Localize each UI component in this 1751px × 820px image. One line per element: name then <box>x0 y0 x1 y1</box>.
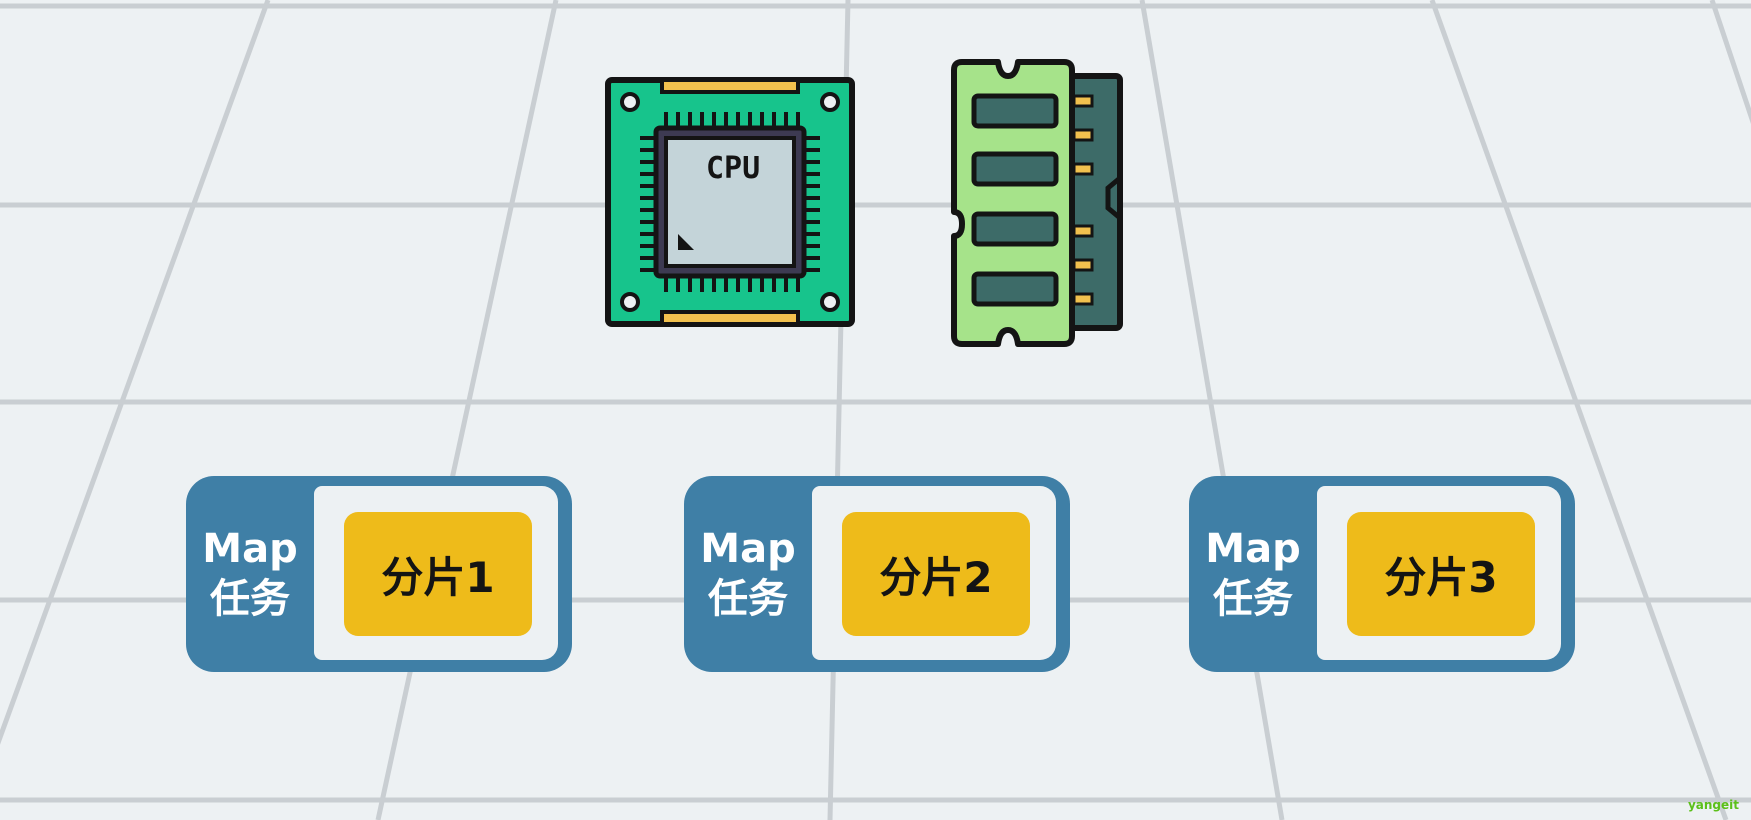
map-label-line1: Map <box>1205 526 1301 572</box>
map-task-2: Map 任务 分片2 <box>684 476 1070 672</box>
map-task-label: Map 任务 <box>186 476 314 672</box>
map-task-label: Map 任务 <box>684 476 812 672</box>
map-label-line2: 任务 <box>210 576 290 622</box>
map-label-line1: Map <box>202 526 298 572</box>
map-task-label: Map 任务 <box>1189 476 1317 672</box>
shard-block: 分片1 <box>344 512 532 636</box>
map-label-line1: Map <box>700 526 796 572</box>
ram-memory-stick-icon <box>951 59 1123 347</box>
shard-block: 分片2 <box>842 512 1030 636</box>
cpu-chip-icon: CPU <box>605 77 855 327</box>
shard-block: 分片3 <box>1347 512 1535 636</box>
watermark: yangeit <box>1687 798 1739 812</box>
map-label-line2: 任务 <box>708 576 788 622</box>
map-task-3: Map 任务 分片3 <box>1189 476 1575 672</box>
map-label-line2: 任务 <box>1213 576 1293 622</box>
cpu-label: CPU <box>706 151 760 186</box>
map-task-1: Map 任务 分片1 <box>186 476 572 672</box>
